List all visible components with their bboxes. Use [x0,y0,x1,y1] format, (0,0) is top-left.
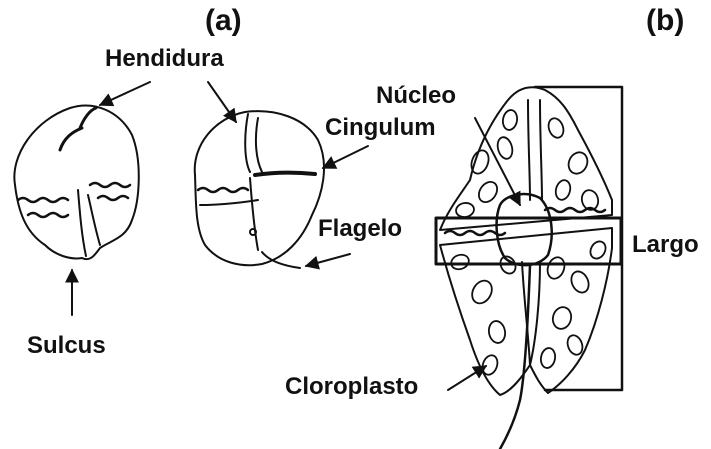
panel-label-a: (a) [205,6,242,36]
cloroplasto-16 [568,269,592,296]
sulcus-groove-left [78,190,100,256]
cloroplasto-15 [545,255,568,281]
cloroplasto-20 [587,239,608,262]
flagellar-pore [250,229,256,235]
label-largo: Largo [632,233,699,257]
cloroplasto-19 [539,347,556,369]
cloroplasto-7 [565,149,591,177]
flagelo-b [500,265,530,449]
hendidura-groove-middle [245,114,262,172]
sulcus-middle [250,178,258,250]
label-sulcus: Sulcus [27,334,106,358]
panel-label-b: (b) [646,6,684,36]
cloroplasto-18 [565,333,585,357]
cell-b [440,87,612,449]
label-hendidura: Hendidura [105,47,224,71]
hendidura-arrow-left [100,82,150,105]
cingulum-middle [198,188,248,192]
cell-middle-a [195,111,324,268]
flagelo-arrow [306,254,350,266]
cloroplasto-4 [475,178,501,205]
hendidura-arrow-right [208,82,236,122]
cloroplasto-10 [449,252,471,271]
cloroplasto-arrow [448,366,486,390]
cloroplasto-9 [554,179,573,202]
nucleus [497,194,552,265]
cloroplasto-17 [550,305,573,331]
hendidura-groove-left [60,108,96,150]
label-cingulum: Cingulum [325,116,436,140]
cingulum-middle-band [255,173,315,175]
label-flagelo: Flagelo [318,217,402,241]
cell-left-outline [14,106,138,260]
cloroplasto-12 [487,320,507,344]
cell-middle-outline [195,111,324,265]
cell-left-a [14,106,138,260]
cloroplasto-3 [501,109,518,131]
label-nucleo: Núcleo [376,84,456,108]
cloroplasto-5 [455,202,475,219]
flagelo-middle [262,252,300,268]
cingulum-middle-lower [200,200,258,205]
cingulum-arrow [323,146,368,168]
cloroplasto-6 [546,116,566,140]
label-cloroplasto: Cloroplasto [285,375,418,399]
central-suture [528,100,542,200]
cloroplasto-2 [495,136,514,161]
cloroplasto-11 [468,277,496,307]
